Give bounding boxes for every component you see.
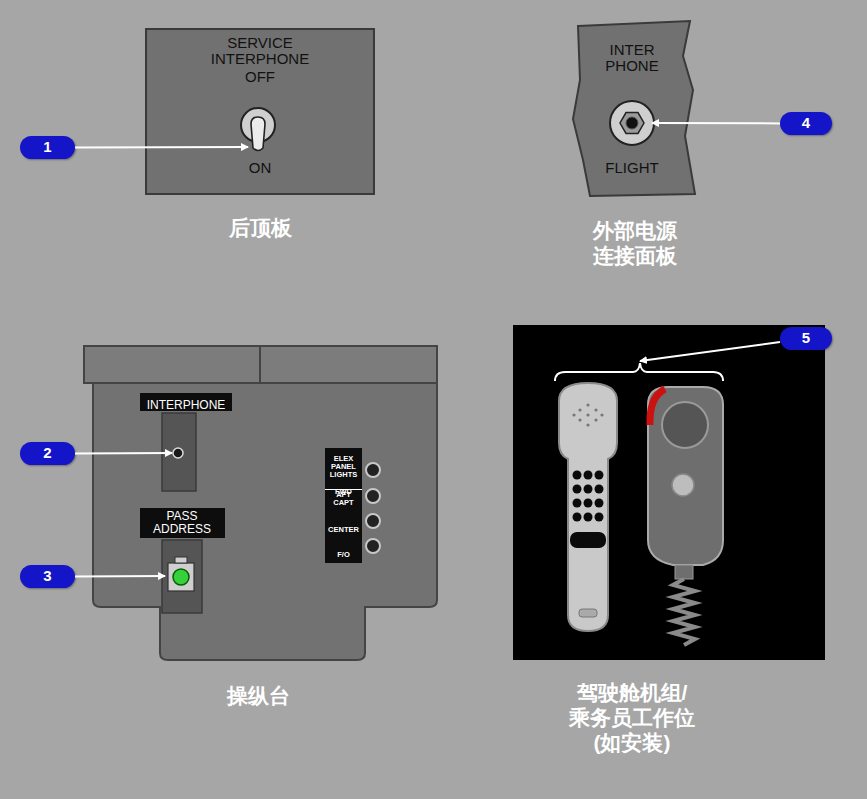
plate-label-slot: PASS ADDRESS: [152, 510, 212, 537]
switch-position: ON: [249, 160, 272, 176]
light-label: CENTER: [328, 526, 359, 534]
callout-number-text: 3: [43, 568, 51, 584]
panel-caption-slot: 驾驶舱机组/ 乘务员工作位 (如安装): [547, 680, 717, 756]
jack-label: FLIGHT: [605, 160, 658, 176]
callout-number-text-slot: 4: [780, 114, 832, 132]
leader-line: [75, 146, 248, 148]
callout-number-text: 4: [802, 115, 810, 131]
panel-caption: 操纵台: [227, 683, 290, 708]
leader-line: [640, 342, 780, 361]
interphone-plate: INTERPHONE: [140, 393, 232, 491]
panel-title-slot: SERVICE INTERPHONE: [200, 35, 320, 68]
panel-title: SERVICE INTERPHONE: [200, 35, 320, 67]
callout-number-text: 2: [43, 445, 51, 461]
jack-nut: [620, 113, 644, 134]
jack-label-slot: INTER PHONE: [597, 42, 667, 75]
light-knob: [366, 489, 380, 503]
label-plate: [140, 508, 225, 538]
panel-caption-slot: 操纵台: [158, 683, 358, 708]
coil-cord: [673, 579, 695, 645]
lights-strip: ELEX PANEL LIGHTSFWDAFT CAPTCENTERF/O: [325, 448, 362, 563]
callout-number-text-slot: 2: [20, 444, 75, 462]
panel-plate: [146, 29, 374, 194]
switch-position: OFF: [245, 69, 275, 85]
panel-box: INTER PHONEFLIGHT外部电源 连接面板: [570, 18, 700, 198]
stand-top-bar: [84, 346, 437, 383]
panel-caption: 后顶板: [229, 215, 292, 240]
callout-number-text-slot: 5: [780, 329, 832, 347]
leader-line: [75, 575, 165, 577]
light-label-slot: F/O: [325, 543, 362, 561]
station-background: [513, 325, 825, 660]
callout-number-text-slot: 1: [20, 138, 75, 156]
handset-body: [559, 383, 617, 631]
pa-button-light: [173, 569, 189, 585]
handset-slot: [570, 532, 606, 548]
callout-number-text-slot: 3: [20, 567, 75, 585]
stand-body: [93, 383, 437, 660]
group-bracket: [555, 363, 723, 381]
handset-station: 驾驶舱机组/ 乘务员工作位 (如安装): [513, 325, 825, 660]
callout-number: 5: [780, 327, 832, 350]
microphone-neck: [675, 565, 693, 579]
pa-button-frame: [168, 563, 194, 591]
stand-divider: [259, 346, 261, 383]
callout-number: 1: [20, 136, 75, 159]
light-knob: [366, 463, 380, 477]
label-plate: [140, 393, 232, 411]
interphone-jack: [173, 448, 183, 458]
control-stand: 操纵台 INTERPHONE PASS ADDRESS ELEX PANEL L…: [83, 345, 438, 661]
label-strip: [325, 448, 362, 563]
panel-caption: 驾驶舱机组/ 乘务员工作位 (如安装): [547, 680, 717, 756]
microphone-grill: [662, 402, 708, 448]
light-label: AFT CAPT: [325, 489, 362, 507]
handset-station-art: [513, 325, 825, 660]
light-label: F/O: [337, 551, 350, 559]
leader-line: [75, 452, 172, 454]
plate-label: PASS ADDRESS: [152, 510, 212, 536]
panel-caption-slot: 外部电源 连接面板: [580, 218, 690, 268]
microphone-body: [648, 387, 723, 565]
control-stand-art: [83, 345, 438, 661]
jack-ring: [610, 101, 654, 145]
callout-number-text: 1: [43, 139, 51, 155]
callout-number: 3: [20, 565, 75, 588]
light-label: ELEX PANEL LIGHTS: [325, 455, 362, 479]
plate-label-slot: INTERPHONE: [140, 395, 232, 413]
panel-caption: 外部电源 连接面板: [580, 218, 690, 268]
panel-box: SERVICE INTERPHONEOFFON后顶板: [145, 28, 375, 195]
switch-position-slot: ON: [200, 159, 320, 177]
keypad: [573, 471, 604, 522]
toggle-switch-lever: [251, 117, 265, 151]
switch-position-slot: OFF: [200, 68, 320, 86]
microphone-knob: [672, 474, 694, 496]
callout-number-text: 5: [802, 330, 810, 346]
pa-button-tab: [175, 557, 187, 563]
mouthpiece: [579, 609, 597, 617]
light-label-slot: ELEX PANEL LIGHTS: [325, 455, 362, 481]
panel-plate: [573, 21, 695, 196]
button-recess: [162, 540, 202, 613]
jack-label-slot: FLIGHT: [582, 159, 682, 177]
callout-number: 4: [780, 112, 832, 135]
light-knob: [366, 539, 380, 553]
light-knob: [366, 514, 380, 528]
callout-number: 2: [20, 442, 75, 465]
plate-label: INTERPHONE: [147, 399, 226, 412]
panel-caption-slot: 后顶板: [125, 215, 395, 240]
leader-line: [652, 122, 780, 124]
jack-label: INTER PHONE: [597, 42, 667, 74]
jack-recess: [162, 413, 196, 491]
pa-plate: PASS ADDRESS: [140, 508, 225, 613]
light-label-slot: AFT CAPT: [325, 489, 362, 509]
light-label-slot: CENTER: [325, 518, 362, 536]
earpiece-holes: [572, 403, 603, 426]
jack-socket: [626, 117, 638, 129]
